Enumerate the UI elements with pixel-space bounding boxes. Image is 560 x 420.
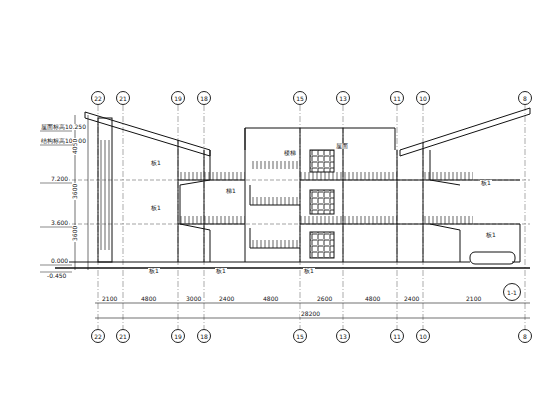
- dimension-text: 2600: [316, 296, 333, 302]
- grid-number: 19: [174, 95, 182, 102]
- building-outline: [55, 108, 530, 268]
- grid-number: 15: [296, 95, 304, 102]
- grid-bubble: 21: [116, 91, 130, 105]
- level-lines: [60, 180, 530, 224]
- grid-bubble: 11: [390, 329, 404, 343]
- grid-number: 21: [119, 333, 127, 340]
- grid-bubble: 8: [518, 91, 532, 105]
- grid-bubble: 22: [91, 91, 105, 105]
- dimension-text: 3600: [72, 183, 78, 200]
- dimension-text: 3000: [185, 296, 202, 302]
- grid-number: 11: [393, 333, 401, 340]
- component-tag: 板1: [480, 180, 492, 186]
- component-tag: 板1: [150, 205, 162, 211]
- grid-number: 22: [94, 333, 102, 340]
- grid-lines: [98, 105, 525, 329]
- grid-bubble: 8: [518, 329, 532, 343]
- component-tag: 板1: [303, 268, 315, 274]
- grid-bubble: 1-1: [503, 283, 521, 301]
- component-tag: 板1: [215, 268, 227, 274]
- grid-bubble: 13: [336, 329, 350, 343]
- component-tag: 板1: [485, 232, 497, 238]
- grid-bubble: 22: [91, 329, 105, 343]
- grid-number: 10: [419, 95, 427, 102]
- elevation-label: 0.000: [50, 258, 69, 264]
- dimension-text: 4800: [140, 296, 157, 302]
- grid-bubble: 13: [336, 91, 350, 105]
- grid-number: 15: [296, 333, 304, 340]
- grid-bubble: 18: [197, 329, 211, 343]
- grid-number: 1-1: [507, 289, 517, 296]
- elevation-marks: [40, 131, 72, 272]
- railings: [99, 140, 473, 250]
- dimension-text: 2100: [465, 296, 482, 302]
- grid-bubble: 15: [293, 329, 307, 343]
- component-tag: 梯1: [225, 188, 237, 194]
- elevation-label: 结构标高10.400: [40, 138, 87, 144]
- grid-number: 18: [200, 333, 208, 340]
- dimension-lines: [75, 115, 530, 318]
- elevation-label: 3.600: [50, 220, 69, 226]
- dimension-text: 2100: [101, 296, 118, 302]
- grid-bubble: 19: [171, 91, 185, 105]
- dimension-text: 2400: [403, 296, 420, 302]
- component-tag: 板1: [148, 268, 160, 274]
- dimension-text: 4800: [262, 296, 279, 302]
- dimension-text: 4050: [72, 138, 78, 155]
- grid-bubble: 21: [116, 329, 130, 343]
- grid-bubble: 18: [197, 91, 211, 105]
- grid-number: 13: [339, 95, 347, 102]
- windows: [310, 150, 334, 258]
- grid-bubble: 10: [416, 91, 430, 105]
- grid-number: 8: [523, 95, 527, 102]
- grid-number: 19: [174, 333, 182, 340]
- grid-number: 21: [119, 95, 127, 102]
- grid-number: 22: [94, 95, 102, 102]
- grid-bubble: 15: [293, 91, 307, 105]
- dimension-text: 4800: [364, 296, 381, 302]
- dimension-text: 3600: [72, 225, 78, 242]
- component-tag: 板1: [150, 160, 162, 166]
- component-tag: 屋面: [335, 143, 349, 149]
- grid-number: 8: [523, 333, 527, 340]
- grid-bubble: 11: [390, 91, 404, 105]
- component-tag: 楼梯: [283, 150, 297, 156]
- grid-number: 10: [419, 333, 427, 340]
- grid-bubble: 19: [171, 329, 185, 343]
- grid-number: 11: [393, 95, 401, 102]
- grid-bubble: 10: [416, 329, 430, 343]
- dimension-text: 2400: [218, 296, 235, 302]
- elevation-label: 7.200: [50, 176, 69, 182]
- dimension-text: 28200: [300, 311, 321, 317]
- grid-number: 13: [339, 333, 347, 340]
- elevation-label: 屋面标高10.250: [40, 124, 87, 130]
- grid-number: 18: [200, 95, 208, 102]
- elevation-label: -0.450: [46, 273, 67, 279]
